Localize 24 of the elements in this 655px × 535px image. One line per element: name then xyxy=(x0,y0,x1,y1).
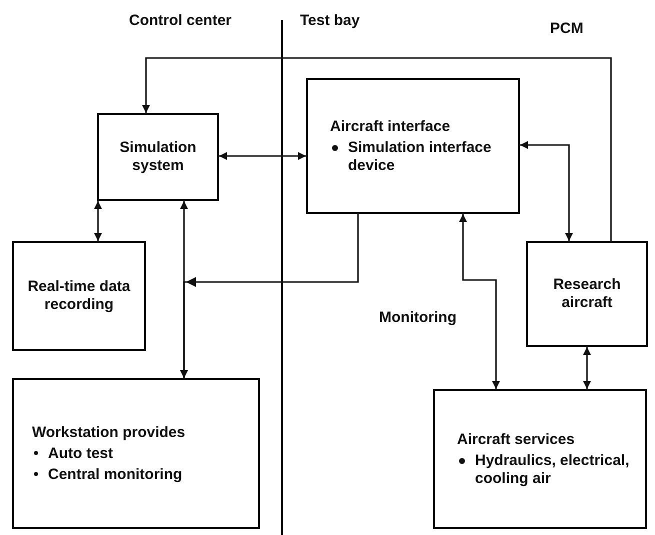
list-item: Central monitoring xyxy=(48,466,182,484)
arrow xyxy=(520,141,573,241)
arrow xyxy=(219,152,306,160)
process-box xyxy=(526,241,648,347)
process-box xyxy=(433,389,647,529)
section-heading: Test bay xyxy=(298,12,362,29)
box-title: Workstation provides xyxy=(32,424,186,442)
arrow xyxy=(94,201,102,241)
arrow xyxy=(583,347,591,389)
process-box xyxy=(306,78,520,214)
box-title: Aircraft services xyxy=(457,430,576,448)
list-item: Hydraulics, electrical, cooling air xyxy=(475,452,630,488)
list-item: Auto test xyxy=(48,444,113,462)
process-box xyxy=(12,378,260,529)
box-title: Simulation system xyxy=(118,139,198,175)
edge-label: Monitoring xyxy=(377,309,458,326)
arrow xyxy=(459,214,500,389)
arrow xyxy=(142,57,612,241)
box-title: Real-time data recording xyxy=(26,278,132,314)
list-item: Simulation interface device xyxy=(348,138,492,174)
box-title: Aircraft interface xyxy=(330,118,452,136)
box-title: Research aircraft xyxy=(552,276,622,312)
process-box xyxy=(97,113,219,201)
process-box xyxy=(12,241,146,351)
